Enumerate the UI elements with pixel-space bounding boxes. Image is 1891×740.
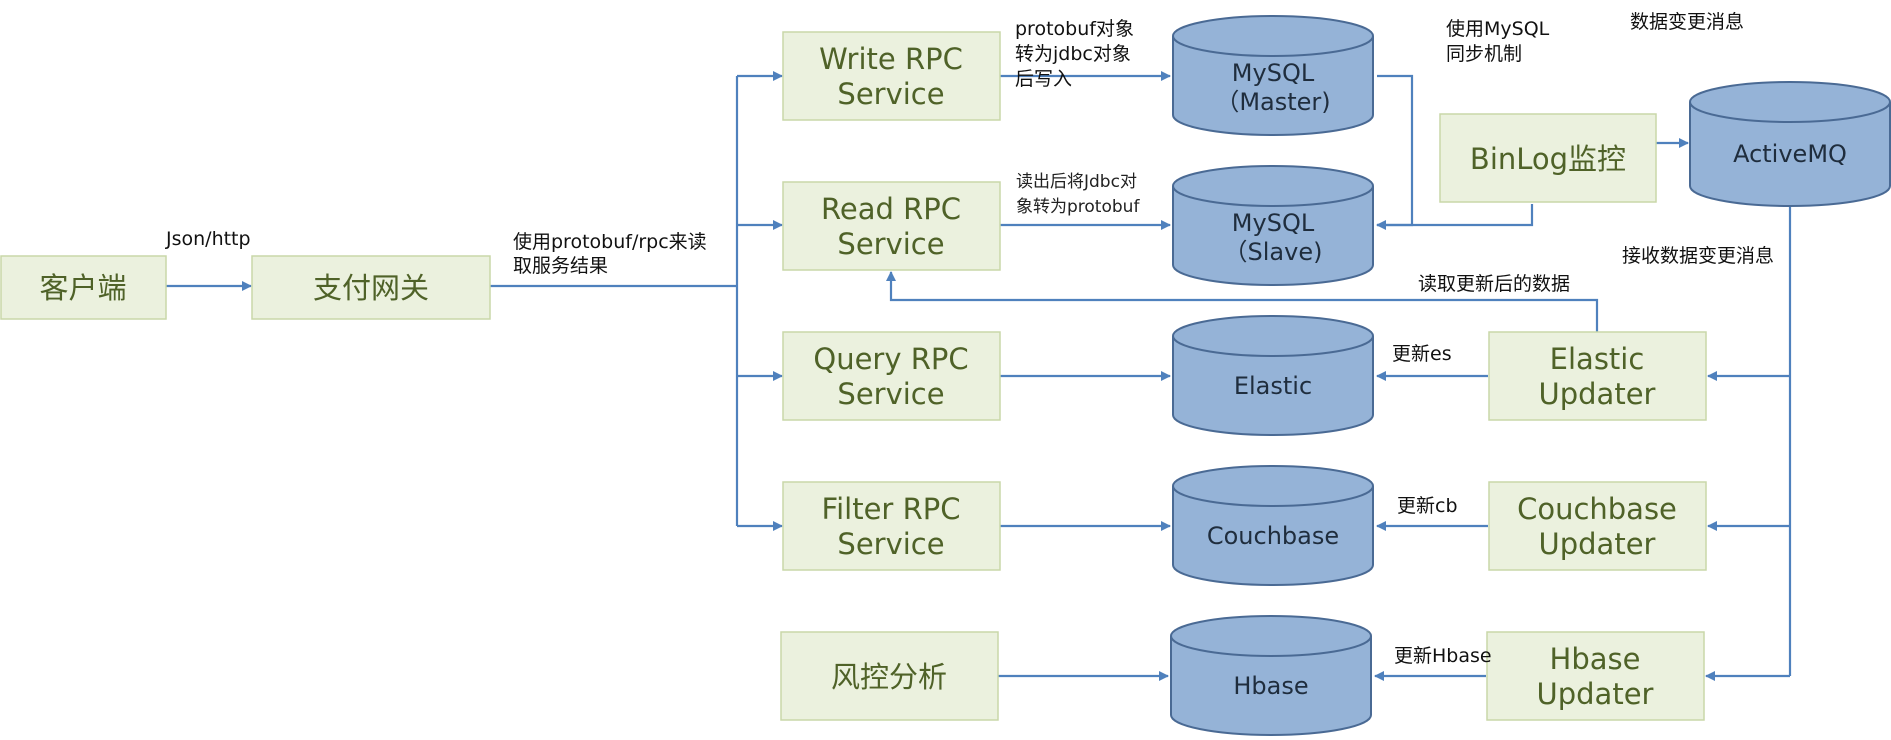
- elastic-updater-box: Elastic Updater: [1488, 331, 1707, 421]
- filter-rpc-label-line2: Service: [837, 527, 944, 561]
- line-binlog-to-slave: [1377, 204, 1534, 227]
- activemq-label: ActiveMQ: [1733, 140, 1847, 168]
- receive-change-msg-label: 接收数据变更消息: [1622, 245, 1774, 267]
- mysql-slave-label-line1: MySQL: [1232, 209, 1315, 237]
- write-rpc-box: Write RPC Service: [782, 31, 1001, 121]
- update-cb-label: 更新cb: [1397, 495, 1458, 517]
- gateway-box: 支付网关: [251, 255, 491, 320]
- write-rpc-label-line1: Write RPC: [819, 42, 963, 76]
- gateway-label: 支付网关: [313, 271, 429, 305]
- elastic-db-label: Elastic: [1234, 372, 1312, 400]
- client-box: 客户端: [0, 255, 167, 320]
- update-hbase-label: 更新Hbase: [1394, 645, 1492, 667]
- protobuf-to-jdbc-label-line1: protobuf对象: [1015, 18, 1134, 40]
- mysql-master-label-line2: （Master): [1215, 88, 1330, 116]
- read-rpc-label-line1: Read RPC: [821, 192, 961, 226]
- connectors: [166, 71, 1792, 681]
- mysql-sync-label-line1: 使用MySQL: [1446, 18, 1550, 40]
- binlog-box: BinLog监控: [1439, 113, 1657, 203]
- query-rpc-label-line1: Query RPC: [813, 342, 968, 376]
- read-rpc-box: Read RPC Service: [782, 181, 1001, 271]
- read-updated-data-label: 读取更新后的数据: [1418, 273, 1570, 295]
- arrow-master-to-slave: [1376, 74, 1414, 230]
- query-rpc-box: Query RPC Service: [782, 331, 1001, 421]
- query-rpc-label-line2: Service: [837, 377, 944, 411]
- elastic-updater-label-line1: Elastic: [1550, 342, 1645, 376]
- protobuf-rpc-label-line2: 取服务结果: [513, 255, 608, 277]
- binlog-label: BinLog监控: [1470, 142, 1626, 176]
- json-http-label: Json/http: [165, 228, 251, 250]
- elastic-cylinder: Elastic: [1172, 315, 1374, 436]
- couchbase-updater-box: Couchbase Updater: [1488, 481, 1707, 571]
- couchbase-cylinder: Couchbase: [1172, 465, 1374, 586]
- filter-rpc-box: Filter RPC Service: [782, 481, 1001, 571]
- filter-rpc-label-line1: Filter RPC: [822, 492, 961, 526]
- jdbc-to-protobuf-label-line1: 读出后将Jdbc对: [1016, 172, 1137, 192]
- mysql-master-label-line1: MySQL: [1232, 59, 1315, 87]
- risk-label: 风控分析: [831, 660, 947, 694]
- couchbase-db-label: Couchbase: [1207, 522, 1339, 550]
- client-label: 客户端: [39, 271, 126, 305]
- mysql-slave-label-line2: （Slave): [1224, 238, 1323, 266]
- hbase-cylinder: Hbase: [1170, 615, 1372, 736]
- couchbase-updater-label-line1: Couchbase: [1517, 492, 1677, 526]
- read-rpc-label-line2: Service: [837, 227, 944, 261]
- risk-box: 风控分析: [780, 631, 999, 721]
- activemq-cylinder: ActiveMQ: [1689, 81, 1891, 207]
- mysql-sync-label-line2: 同步机制: [1446, 43, 1522, 65]
- protobuf-rpc-label-line1: 使用protobuf/rpc来读: [513, 231, 707, 253]
- hbase-updater-label-line2: Updater: [1537, 677, 1654, 711]
- update-es-label: 更新es: [1392, 343, 1452, 365]
- protobuf-to-jdbc-label-line3: 后写入: [1015, 68, 1072, 90]
- elastic-updater-label-line2: Updater: [1539, 377, 1656, 411]
- hbase-db-label: Hbase: [1233, 672, 1308, 700]
- arrow-elastic-updater-to-read-rpc: [886, 271, 1599, 332]
- couchbase-updater-label-line2: Updater: [1539, 527, 1656, 561]
- mysql-master-cylinder: MySQL （Master): [1172, 15, 1374, 136]
- data-change-msg-label: 数据变更消息: [1630, 11, 1744, 33]
- hbase-updater-box: Hbase Updater: [1486, 631, 1705, 721]
- protobuf-to-jdbc-label-line2: 转为jdbc对象: [1015, 43, 1131, 65]
- write-rpc-label-line2: Service: [837, 77, 944, 111]
- mysql-slave-cylinder: MySQL （Slave): [1172, 165, 1374, 286]
- hbase-updater-label-line1: Hbase: [1550, 642, 1641, 676]
- jdbc-to-protobuf-label-line2: 象转为protobuf: [1016, 197, 1140, 217]
